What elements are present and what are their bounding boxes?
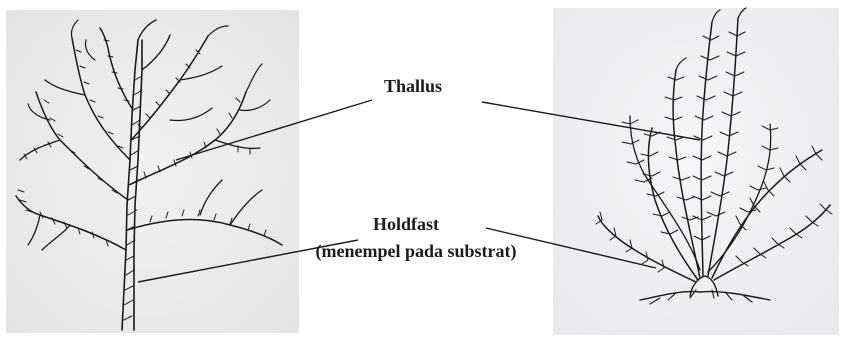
thallus-label: Thallus (383, 76, 443, 96)
thallus-leader-left (175, 99, 373, 161)
thallus-leader-right (481, 101, 701, 141)
holdfast-leader-left (137, 239, 359, 283)
right-illustration-panel (553, 8, 839, 335)
holdfast-substrate-note: (menempel pada substrat) (315, 241, 517, 261)
left-illustration-panel (6, 10, 299, 333)
holdfast-label: Holdfast (372, 214, 439, 234)
holdfast-leader-right (485, 227, 657, 269)
right-feathery-seaweed (595, 7, 833, 305)
left-branched-seaweed (15, 19, 283, 331)
